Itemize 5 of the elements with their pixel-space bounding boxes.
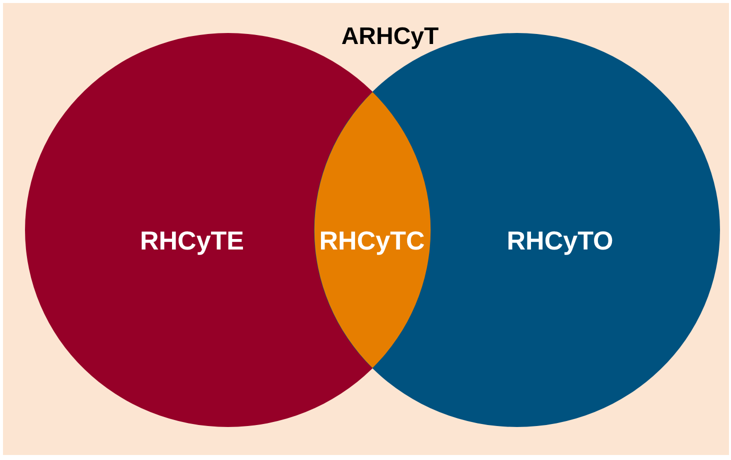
circle-label: RHCyTE bbox=[140, 224, 244, 258]
title-text: ARHCyT bbox=[341, 22, 439, 52]
circle-label: RHCyTO bbox=[506, 224, 614, 258]
background-panel bbox=[3, 3, 729, 455]
circle-label: RHCyTC bbox=[319, 224, 425, 258]
